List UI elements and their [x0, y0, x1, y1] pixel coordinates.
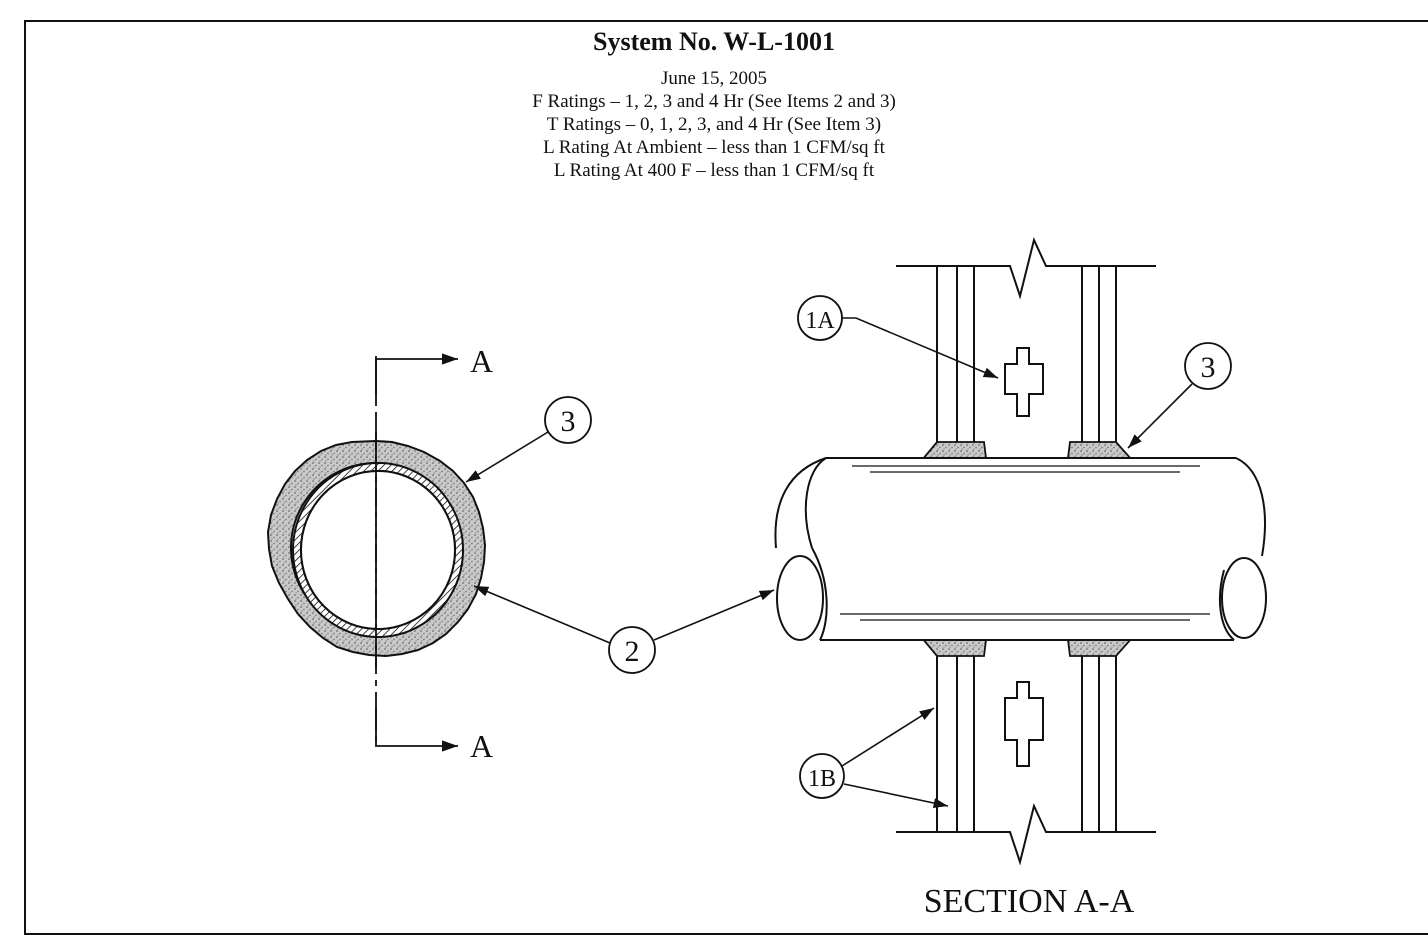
callout-bubble-3-section — [1184, 342, 1232, 390]
leader-3-section — [1127, 383, 1193, 449]
l-rating-ambient-line: L Rating At Ambient – less than 1 CFM/sq… — [543, 137, 885, 158]
callout-label-3-section: 3 — [1201, 351, 1216, 384]
section-arrow-top — [375, 353, 458, 400]
steel-stud-upper-right — [1081, 266, 1117, 442]
callout-label-1a: 1A — [805, 308, 835, 334]
stud-cutout-lower — [1004, 681, 1044, 767]
callout-bubble-3-plan — [544, 396, 592, 444]
t-ratings-line: T Ratings – 0, 1, 2, 3, and 4 Hr (See It… — [546, 114, 882, 135]
callout-bubble-1b — [799, 753, 845, 799]
callout-bubble-2 — [608, 626, 656, 674]
section-mark-bottom: A — [470, 728, 493, 764]
f-ratings-line: F Ratings – 1, 2, 3 and 4 Hr (See Items … — [532, 91, 896, 112]
plan-view: A A 3 2 — [266, 343, 775, 764]
wall-top-break-line — [896, 237, 1156, 300]
steel-stud-upper-left — [936, 266, 975, 442]
leader-2-section — [653, 589, 775, 641]
section-view: 1A 3 1B SECTION A-A — [774, 237, 1267, 920]
callout-label-2: 2 — [625, 635, 640, 668]
section-mark-top: A — [470, 343, 493, 379]
l-rating-400-line: L Rating At 400 F – less than 1 CFM/sq f… — [553, 160, 875, 181]
leader-1b-upper — [841, 707, 935, 767]
stud-cutout-upper — [1004, 347, 1044, 417]
leader-2-plan — [473, 585, 611, 644]
leader-1a — [842, 317, 999, 379]
wall-bottom-break-line — [896, 803, 1156, 866]
callout-label-3-plan: 3 — [561, 405, 576, 438]
leader-3-plan — [465, 431, 549, 483]
section-caption: SECTION A-A — [924, 883, 1135, 920]
section-arrow-bottom — [375, 708, 458, 752]
steel-stud-lower-right — [1081, 656, 1117, 832]
callout-label-1b: 1B — [808, 766, 836, 792]
pipe-section — [774, 457, 1267, 641]
date-line: June 15, 2005 — [660, 68, 768, 89]
system-number-title: System No. W-L-1001 — [593, 27, 835, 56]
leader-1b-lower — [843, 783, 949, 808]
